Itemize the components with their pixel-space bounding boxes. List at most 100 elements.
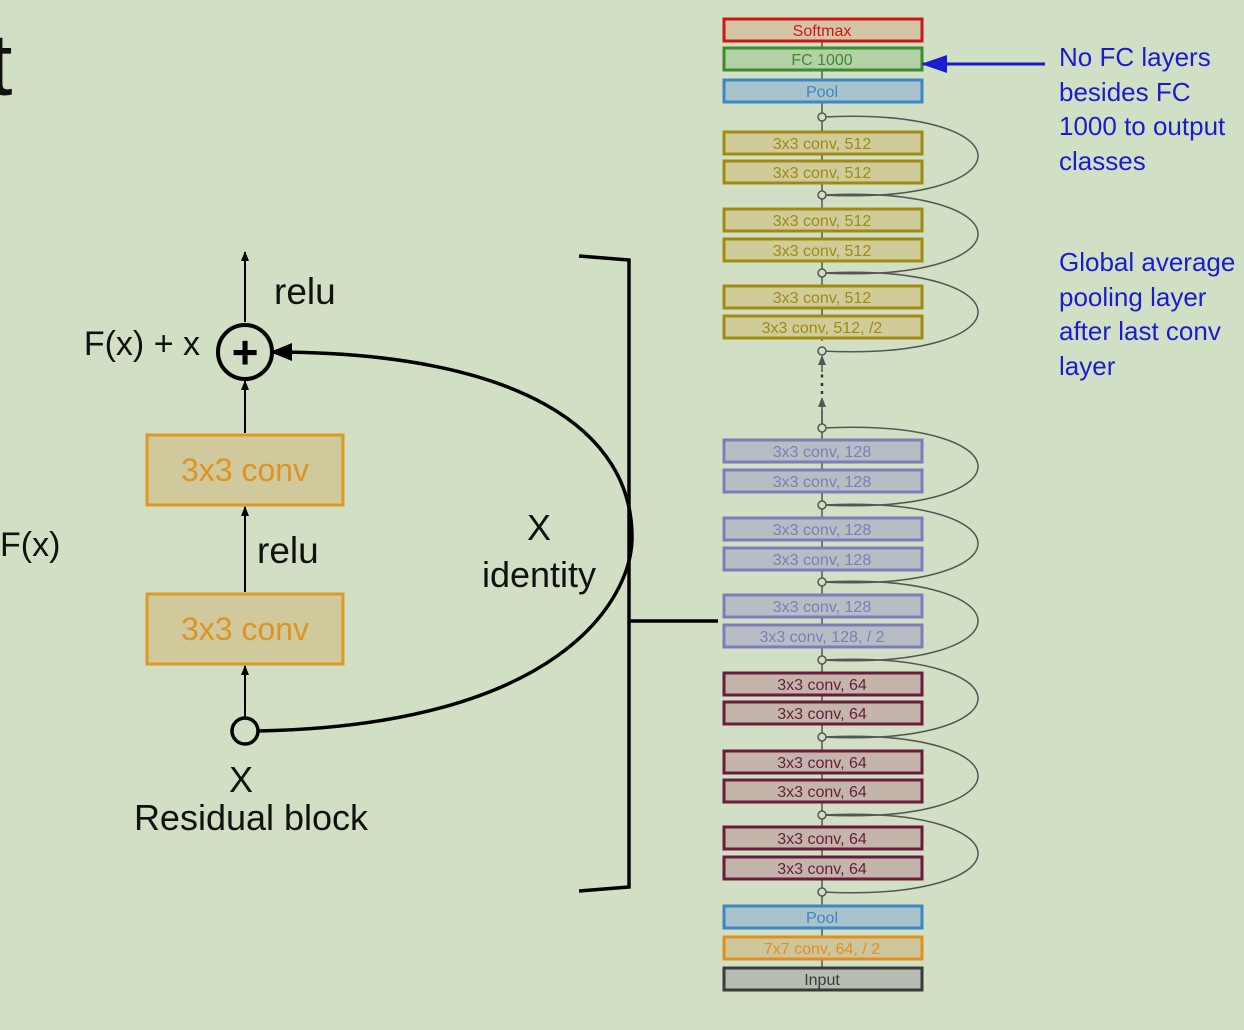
- layer-label: 3x3 conv, 64: [777, 831, 867, 848]
- ellipsis-dots: ⋮: [810, 371, 834, 398]
- layer-box: [722, 749, 924, 775]
- layer-box: [722, 966, 924, 992]
- layer-box: [722, 671, 924, 697]
- layer-label: Softmax: [793, 23, 852, 40]
- input-node: [230, 716, 260, 746]
- layer-box: [722, 546, 924, 572]
- bottom-skip-loop: [821, 580, 979, 662]
- top-layer-0: Softmax: [722, 17, 924, 43]
- bottom-layer-5: 3x3 conv, 128, / 2: [722, 623, 924, 649]
- top-layer-7: 3x3 conv, 512: [722, 284, 924, 310]
- layer-label: 3x3 conv, 128: [773, 444, 872, 461]
- junction-node: [817, 268, 827, 278]
- bracket: [578, 254, 718, 893]
- slide-title-fragment: t: [0, 15, 12, 114]
- layer-label: 3x3 conv, 512: [773, 136, 872, 153]
- junction-node: [817, 732, 827, 742]
- top-layer-6: 3x3 conv, 512: [722, 237, 924, 263]
- bottom-layer-9: 3x3 conv, 64: [722, 778, 924, 804]
- layer-label: Pool: [806, 910, 838, 927]
- layer-label: 3x3 conv, 512: [773, 165, 872, 182]
- bottom-layer-6: 3x3 conv, 64: [722, 671, 924, 697]
- pooling-note: Global average pooling layer after last …: [1059, 247, 1236, 381]
- bottom-layer-2: 3x3 conv, 128: [722, 516, 924, 542]
- layer-label: 3x3 conv, 64: [777, 677, 867, 694]
- relu-top-label: relu: [274, 271, 336, 312]
- junction-node: [817, 423, 827, 433]
- layer-box: [722, 700, 924, 726]
- layer-label: 3x3 conv, 64: [777, 706, 867, 723]
- layer-label: 3x3 conv, 64: [777, 861, 867, 878]
- junction-node: [817, 887, 827, 897]
- layer-box: [722, 207, 924, 233]
- conv-block-top-label: 3x3 conv: [181, 452, 309, 488]
- layer-label: Input: [804, 972, 840, 989]
- identity-label: identity: [482, 554, 596, 595]
- bottom-layer-3: 3x3 conv, 128: [722, 546, 924, 572]
- bottom-layer-1: 3x3 conv, 128: [722, 468, 924, 494]
- bottom-skip-loop: [821, 813, 979, 894]
- layer-box: [722, 130, 924, 156]
- residual-block: relu + F(x) + x 3x3 conv relu 3x3 conv F…: [0, 251, 634, 838]
- layer-box: [722, 159, 924, 185]
- identity-x-label: X: [527, 507, 551, 548]
- layer-box: [722, 17, 924, 43]
- conv-block-bottom-label: 3x3 conv: [181, 611, 309, 647]
- bottom-layer-14: Input: [722, 966, 924, 992]
- layer-box: [722, 904, 924, 930]
- layer-label: 3x3 conv, 512: [773, 290, 872, 307]
- layer-label: 3x3 conv, 128, / 2: [759, 629, 884, 646]
- layer-box: [722, 778, 924, 804]
- bottom-skip-loop: [821, 426, 979, 507]
- input-x-label: X: [229, 759, 253, 800]
- residual-block-caption: Residual block: [134, 797, 369, 838]
- layer-label: 3x3 conv, 512: [773, 213, 872, 230]
- top-skip-loop: [821, 115, 979, 197]
- bottom-layer-12: Pool: [722, 904, 924, 930]
- top-skip-loop: [821, 271, 979, 353]
- bottom-layer-10: 3x3 conv, 64: [722, 825, 924, 851]
- fc-note: No FC layers besides FC 1000 to output c…: [1059, 42, 1226, 176]
- relu-mid-label: relu: [257, 530, 319, 571]
- top-layer-5: 3x3 conv, 512: [722, 207, 924, 233]
- bottom-layer-13: 7x7 conv, 64, / 2: [722, 935, 924, 961]
- junction-node: [817, 112, 827, 122]
- layer-box: [722, 468, 924, 494]
- plus-icon: +: [232, 326, 259, 378]
- bottom-layer-8: 3x3 conv, 64: [722, 749, 924, 775]
- layer-box: [722, 314, 924, 340]
- layer-label: 3x3 conv, 128: [773, 522, 872, 539]
- top-layer-1: FC 1000: [722, 46, 924, 72]
- layer-box: [722, 438, 924, 464]
- layer-box: [722, 516, 924, 542]
- junction-node: [817, 810, 827, 820]
- layer-label: 3x3 conv, 128: [773, 552, 872, 569]
- bottom-skip-loop: [821, 735, 979, 817]
- sum-label: F(x) + x: [84, 325, 200, 363]
- layer-box: [722, 935, 924, 961]
- layer-label: 3x3 conv, 64: [777, 784, 867, 801]
- layer-label: 3x3 conv, 512: [773, 243, 872, 260]
- bottom-skip-loop: [821, 503, 979, 584]
- layer-box: [722, 855, 924, 881]
- junction-node: [817, 655, 827, 665]
- top-layer-8: 3x3 conv, 512, /2: [722, 314, 924, 340]
- layer-label: 3x3 conv, 512, /2: [762, 320, 883, 337]
- conv-block-top: [145, 433, 345, 507]
- bottom-layer-0: 3x3 conv, 128: [722, 438, 924, 464]
- layer-box: [722, 78, 924, 104]
- top-layer-4: 3x3 conv, 512: [722, 159, 924, 185]
- bottom-layer-4: 3x3 conv, 128: [722, 593, 924, 619]
- layer-box: [722, 593, 924, 619]
- junction-node: [817, 190, 827, 200]
- identity-skip-arc: [257, 343, 634, 733]
- layer-box: [722, 825, 924, 851]
- bottom-layer-7: 3x3 conv, 64: [722, 700, 924, 726]
- layer-box: [722, 237, 924, 263]
- top-skip-loop: [821, 193, 979, 275]
- layer-label: 7x7 conv, 64, / 2: [764, 941, 880, 958]
- junction-node: [817, 500, 827, 510]
